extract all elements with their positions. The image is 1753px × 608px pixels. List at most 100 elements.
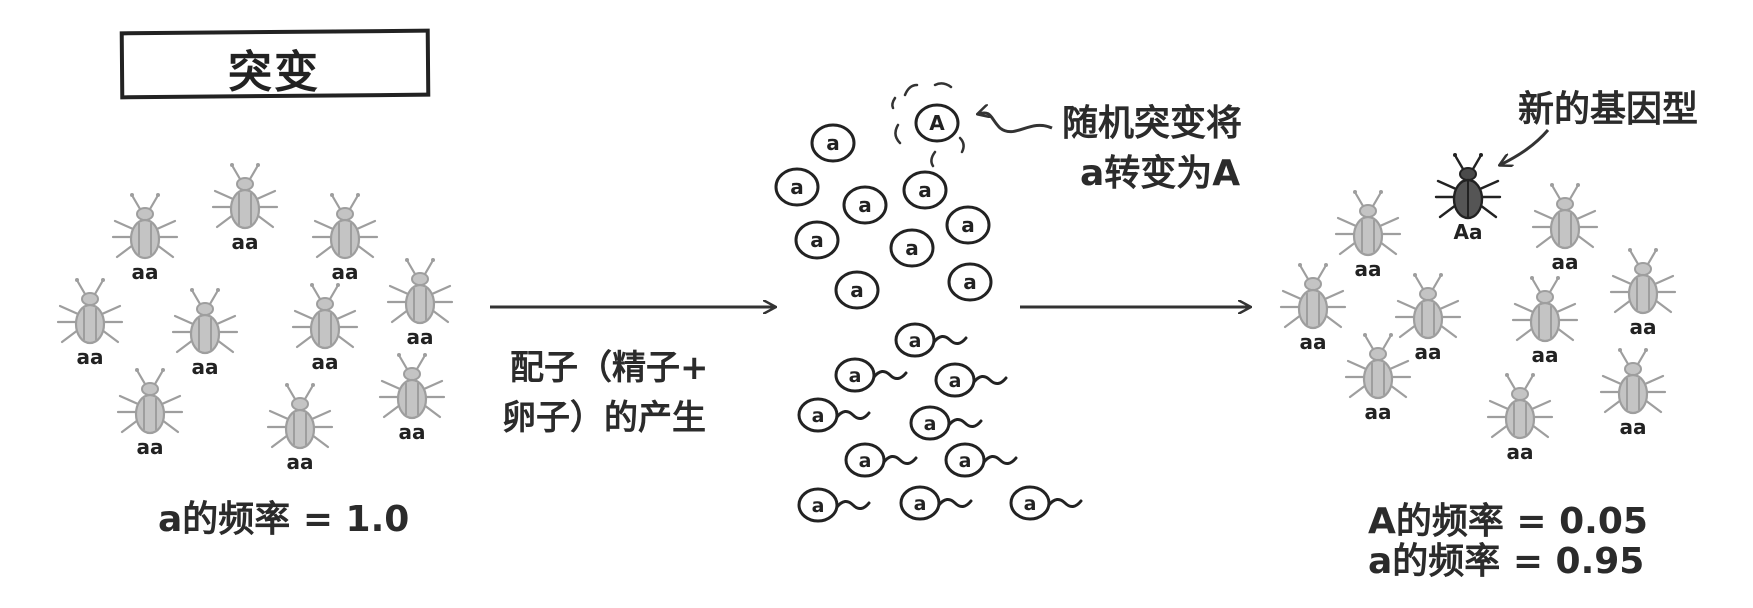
beetle-icon (1279, 261, 1347, 330)
egg: a (842, 185, 888, 225)
beetle-icon (1486, 371, 1554, 440)
beetle-icon (291, 281, 359, 350)
genotype-label: aa (132, 260, 159, 284)
beetle-aa: aa (378, 351, 446, 444)
genotype-label: aa (77, 345, 104, 369)
beetle-icon (171, 286, 239, 355)
beetle-icon (116, 366, 184, 435)
beetle-aa: aa (56, 276, 124, 369)
right-frequency-a: a的频率 = 0.95 (1368, 541, 1645, 582)
egg-icon (834, 270, 880, 310)
beetle-aa: aa (111, 191, 179, 284)
genotype-label: aa (1552, 250, 1579, 274)
egg-icon (842, 185, 888, 225)
beetle-icon (1394, 271, 1462, 340)
genotype-label: aa (332, 260, 359, 284)
allele-label: a (924, 413, 937, 435)
allele-label: a (1024, 493, 1037, 515)
beetle-icon (311, 191, 379, 260)
left-frequency: a的频率 = 1.0 (158, 499, 410, 540)
egg-icon (794, 220, 840, 260)
beetle-aa: aa (311, 191, 379, 284)
beetle-aa: aa (1486, 371, 1554, 464)
egg: a (810, 123, 856, 163)
sperm: a (844, 442, 918, 478)
arrow-label-line1: 配子（精子+ (510, 348, 709, 388)
beetle-aa: aa (1394, 271, 1462, 364)
egg: a (794, 220, 840, 260)
sperm-tail-icon (872, 370, 908, 380)
mutation-note-line2: a转变为A (1080, 153, 1241, 194)
sperm: a (934, 362, 1008, 398)
egg: a (902, 170, 948, 210)
egg-icon (914, 103, 960, 143)
allele-label: a (859, 450, 872, 472)
beetle-icon (111, 191, 179, 260)
beetle-icon (1511, 274, 1579, 343)
allele-label: A (929, 111, 945, 135)
sperm-tail-icon (972, 375, 1008, 385)
genotype-label: aa (407, 325, 434, 349)
new-genotype-pointer-icon (1500, 129, 1550, 165)
sperm-tail-icon (947, 418, 983, 428)
beetle-icon (1434, 151, 1502, 220)
beetle-aa: aa (386, 256, 454, 349)
right-frequency-A: A的频率 = 0.05 (1368, 501, 1648, 542)
allele-label: a (914, 493, 927, 515)
sperm: a (944, 442, 1018, 478)
mutation-pointer-icon (978, 113, 1053, 134)
new-genotype-label: 新的基因型 (1518, 89, 1699, 130)
allele-label: a (849, 365, 862, 387)
allele-label: a (961, 213, 975, 237)
genotype-label: aa (399, 420, 426, 444)
sperm: a (797, 397, 871, 433)
allele-label: a (810, 228, 824, 252)
genotype-label: aa (232, 230, 259, 254)
sperm-tail-icon (835, 500, 871, 510)
egg: a (889, 228, 935, 268)
genotype-label: aa (287, 450, 314, 474)
allele-label: a (918, 178, 932, 202)
allele-label: a (963, 270, 977, 294)
genotype-label: aa (137, 435, 164, 459)
genotype-label: aa (1355, 257, 1382, 281)
sperm: a (797, 487, 871, 523)
egg: a (945, 205, 991, 245)
egg-icon (945, 205, 991, 245)
sperm-tail-icon (835, 410, 871, 420)
beetle-icon (1609, 246, 1677, 315)
egg: a (774, 167, 820, 207)
genotype-label: aa (1415, 340, 1442, 364)
beetle-icon (266, 381, 334, 450)
beetle-Aa: Aa (1434, 151, 1502, 244)
genotype-label: aa (1507, 440, 1534, 464)
beetle-aa: aa (116, 366, 184, 459)
beetle-icon (1599, 346, 1667, 415)
genotype-label: aa (1365, 400, 1392, 424)
beetle-icon (1344, 331, 1412, 400)
beetle-aa: aa (211, 161, 279, 254)
diagram-title: 突变 (228, 47, 320, 98)
sperm-tail-icon (1047, 498, 1083, 508)
beetle-icon (1531, 181, 1599, 250)
beetle-aa: aa (171, 286, 239, 379)
genotype-label: aa (1300, 330, 1327, 354)
beetle-aa: aa (1609, 246, 1677, 339)
allele-label: a (959, 450, 972, 472)
allele-label: a (909, 330, 922, 352)
beetle-aa: aa (1334, 188, 1402, 281)
mutation-note-line1: 随机突变将 (1062, 103, 1243, 144)
allele-label: a (812, 495, 825, 517)
beetle-aa: aa (266, 381, 334, 474)
beetle-icon (386, 256, 454, 325)
beetle-aa: aa (1344, 331, 1412, 424)
beetle-icon (56, 276, 124, 345)
genotype-label: Aa (1454, 220, 1483, 244)
arrow-label-line2: 卵子）的产生 (502, 398, 706, 438)
beetle-aa: aa (1599, 346, 1667, 439)
egg-mutated: A (914, 103, 960, 143)
beetle-icon (211, 161, 279, 230)
